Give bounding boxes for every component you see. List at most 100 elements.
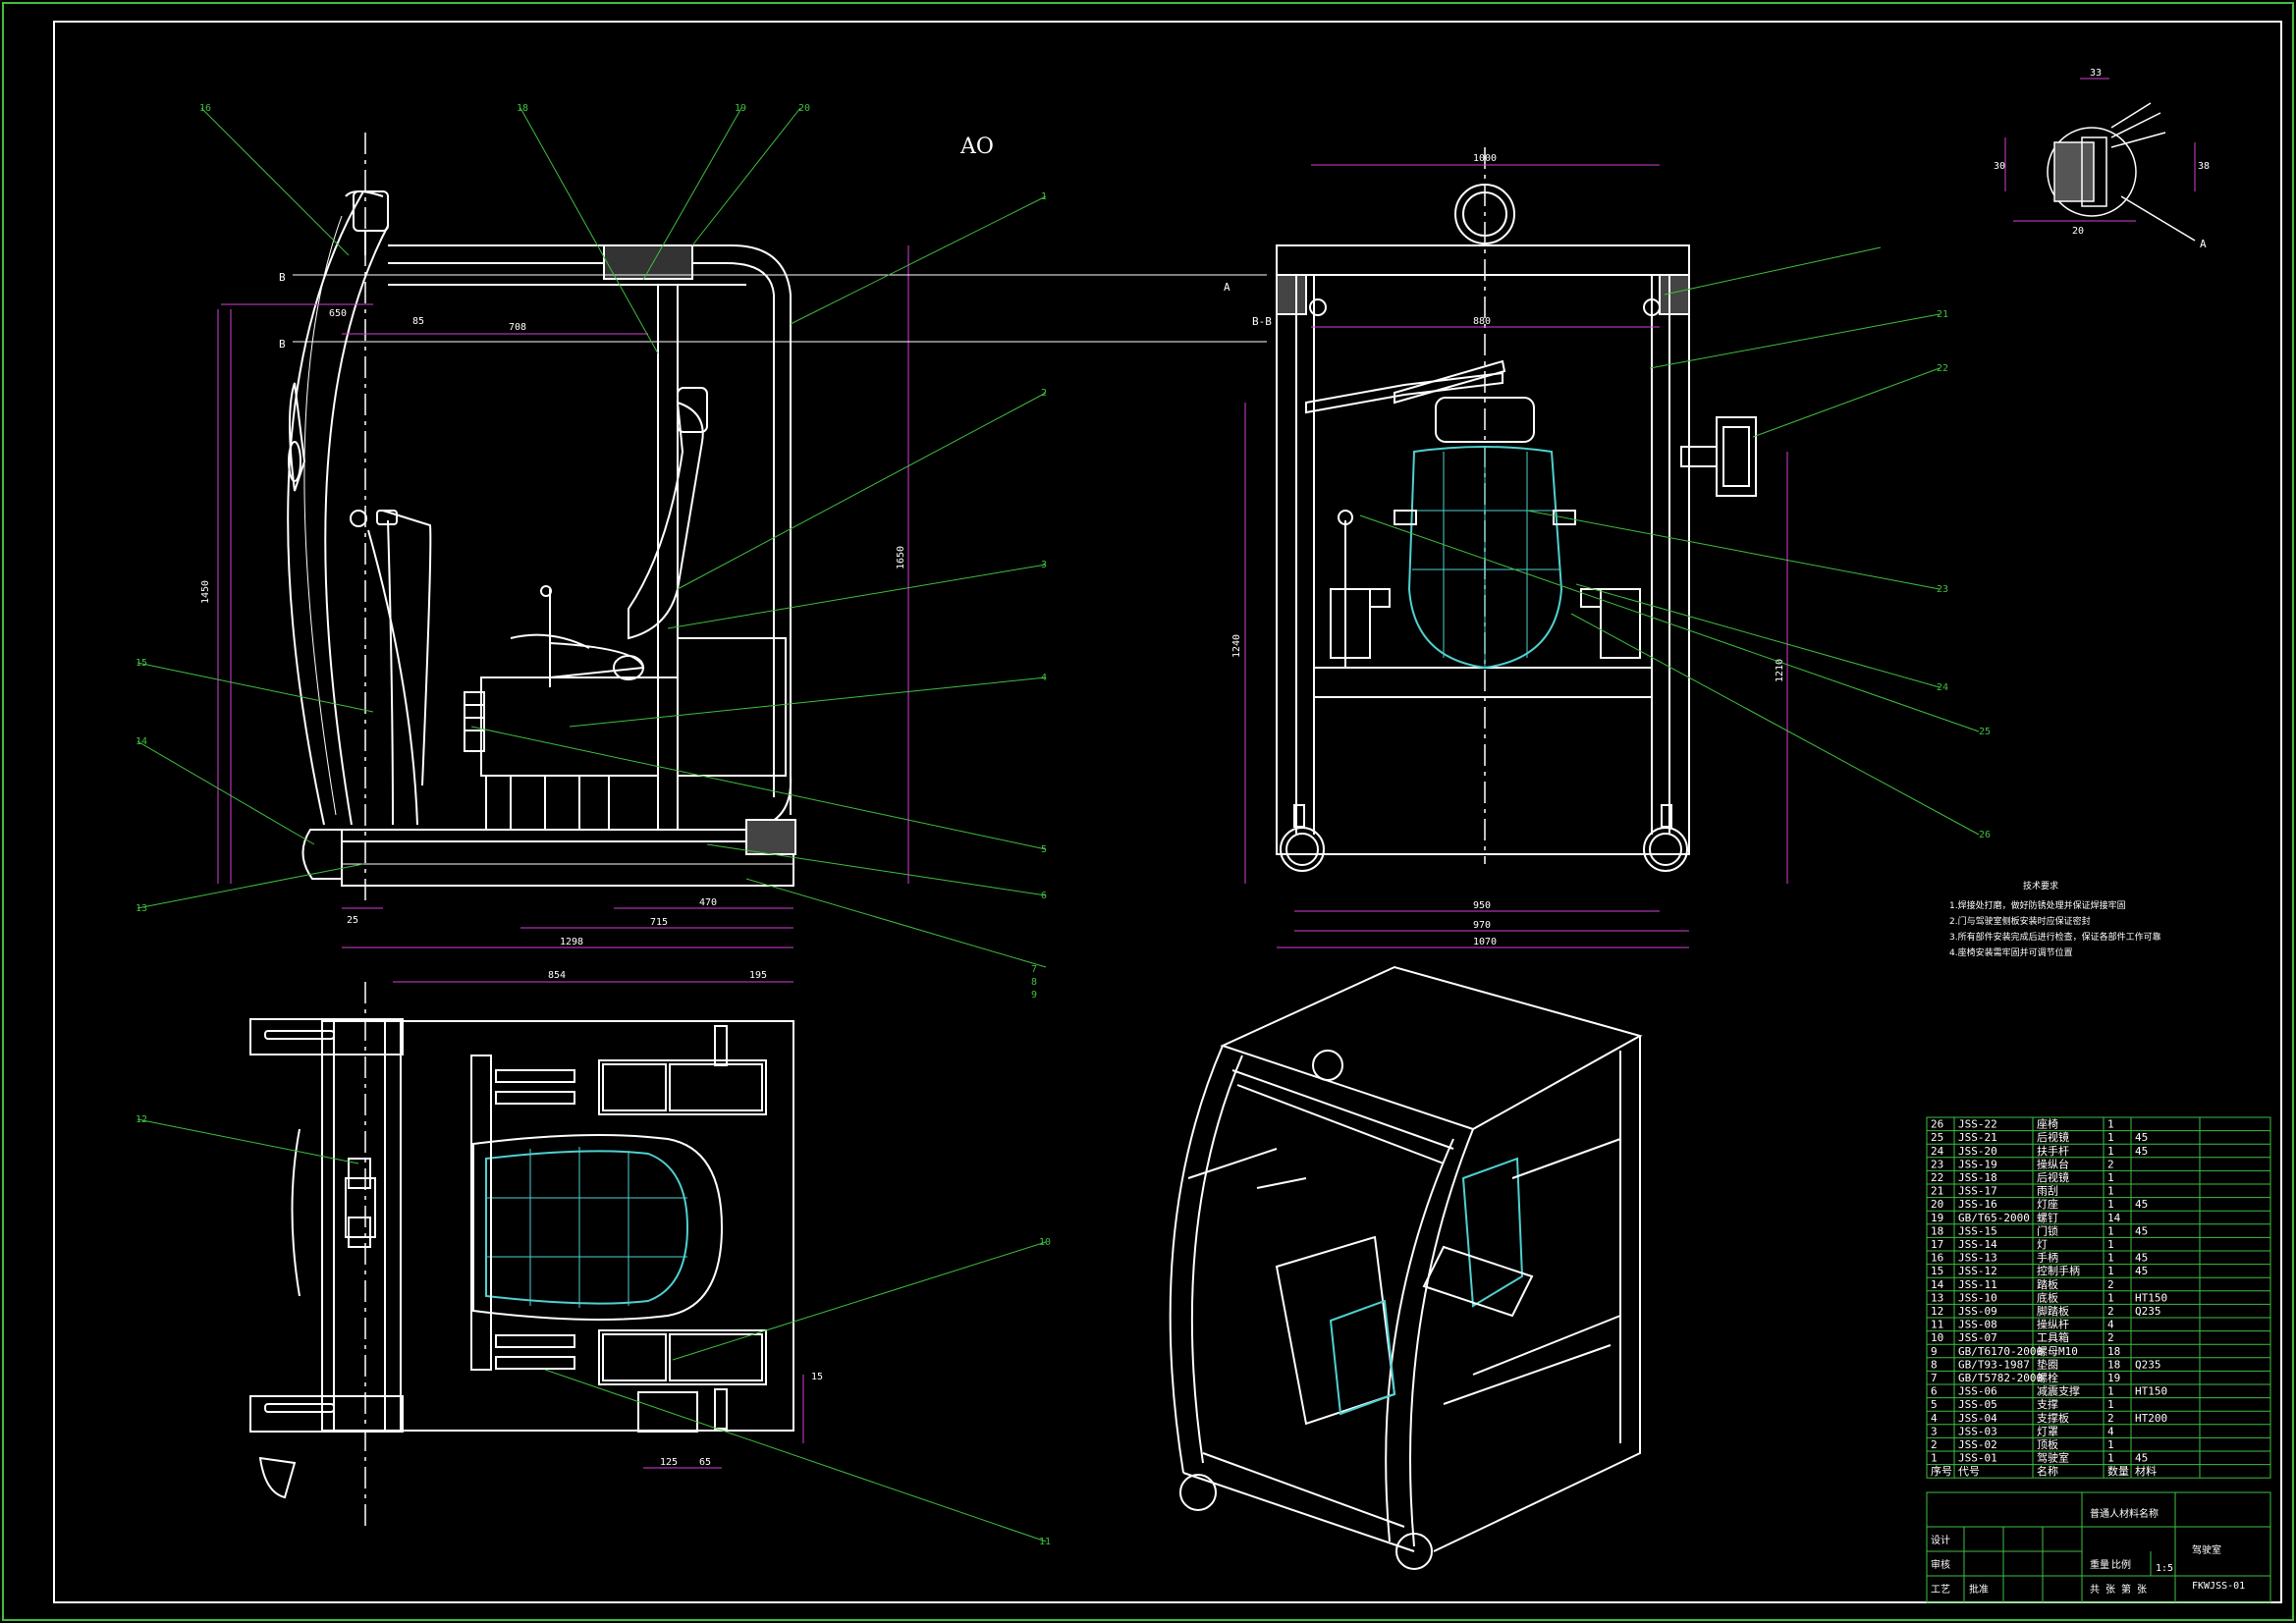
balloon-19: 19 <box>735 103 746 114</box>
balloon-numbers: 16 18 19 20 1 2 3 4 5 6 7 8 9 15 14 13 1… <box>136 103 1991 1547</box>
bom-row-6-code: JSS-06 <box>1958 1385 1997 1398</box>
bom-row-12-qty: 2 <box>2107 1305 2114 1318</box>
balloon-13: 13 <box>136 903 147 914</box>
balloon-9: 9 <box>1031 990 1037 1001</box>
bom-row-5-no: 5 <box>1931 1398 1938 1411</box>
svg-text:1240: 1240 <box>1231 634 1242 658</box>
bom-row-21-code: JSS-17 <box>1958 1185 1997 1198</box>
bom-row-1-code: JSS-01 <box>1958 1452 1997 1465</box>
bom-row-4-no: 4 <box>1931 1412 1938 1425</box>
bom-row-25-name: 后视镜 <box>2037 1130 2069 1144</box>
bom-row-19-code: GB/T65-2000 <box>1958 1212 2030 1224</box>
balloon-25: 25 <box>1979 727 1991 737</box>
detail-a-label: A <box>2200 238 2207 250</box>
title-process: 工艺 <box>1931 1584 1950 1596</box>
svg-text:33: 33 <box>2090 68 2102 79</box>
title-drawing-number: FKWJSS-01 <box>2192 1581 2245 1592</box>
bom-row-5-name: 支撑 <box>2037 1397 2058 1411</box>
balloon-8: 8 <box>1031 977 1037 988</box>
bom-row-22-name: 后视镜 <box>2037 1170 2069 1184</box>
leader-lines <box>137 107 1980 1542</box>
bom-row-18-code: JSS-15 <box>1958 1224 1997 1237</box>
bom-row-9-no: 9 <box>1931 1345 1938 1358</box>
bom-row-16-mat: 45 <box>2135 1252 2148 1265</box>
bom-row-26-qty: 1 <box>2107 1118 2114 1131</box>
balloon-5: 5 <box>1041 844 1047 855</box>
bom-row-24-mat: 45 <box>2135 1145 2148 1158</box>
svg-text:1070: 1070 <box>1473 937 1497 947</box>
bom-row-16-qty: 1 <box>2107 1252 2114 1265</box>
bom-row-23-qty: 2 <box>2107 1158 2114 1170</box>
bom-row-18-name: 门锁 <box>2037 1223 2058 1237</box>
svg-text:470: 470 <box>699 897 717 908</box>
svg-text:1210: 1210 <box>1775 659 1785 682</box>
tech-note-2: 2.门与驾驶室侧板安装时应保证密封 <box>1949 915 2091 927</box>
bom-row-25-qty: 1 <box>2107 1131 2114 1144</box>
title-scale: 1:5 <box>2156 1563 2173 1574</box>
top-view <box>249 982 794 1532</box>
balloon-7: 7 <box>1031 964 1037 975</box>
balloon-4: 4 <box>1041 673 1047 683</box>
bom-row-13-no: 13 <box>1931 1291 1943 1304</box>
bom-row-7-code: GB/T5782-2000 <box>1958 1372 2043 1384</box>
svg-text:1000: 1000 <box>1473 153 1497 164</box>
bom-row-23-no: 23 <box>1931 1158 1943 1170</box>
bom-header-qty: 数量 <box>2107 1465 2129 1478</box>
svg-text:125: 125 <box>660 1457 678 1468</box>
bom-row-24-name: 扶手杆 <box>2037 1144 2069 1158</box>
svg-text:65: 65 <box>699 1457 711 1468</box>
bom-row-19-no: 19 <box>1931 1212 1943 1224</box>
bom-row-18-mat: 45 <box>2135 1224 2148 1237</box>
bom-row-24-qty: 1 <box>2107 1145 2114 1158</box>
balloon-15: 15 <box>136 658 147 669</box>
bom-row-1-name: 驾驶室 <box>2037 1451 2069 1465</box>
title-block <box>1926 1491 2271 1603</box>
bom-row-2-name: 顶板 <box>2037 1437 2058 1451</box>
bom-row-14-code: JSS-11 <box>1958 1278 1997 1291</box>
bom-row-25-mat: 45 <box>2135 1131 2148 1144</box>
bom-row-14-qty: 2 <box>2107 1278 2114 1291</box>
bom-row-4-code: JSS-04 <box>1958 1412 1997 1425</box>
tech-note-4: 4.座椅安装需牢固并可调节位置 <box>1949 947 2073 958</box>
detail-a <box>2047 102 2196 242</box>
svg-text:1298: 1298 <box>560 937 583 947</box>
title-sheet: 共 张 第 张 <box>2090 1583 2147 1596</box>
bom-row-6-mat: HT150 <box>2135 1385 2167 1398</box>
svg-text:195: 195 <box>749 970 767 981</box>
bom-row-8-name: 垫圈 <box>2037 1357 2058 1371</box>
bom-table <box>1926 1116 2271 1479</box>
svg-text:970: 970 <box>1473 920 1491 931</box>
top-view-dimensions <box>393 981 804 1469</box>
bom-row-18-no: 18 <box>1931 1224 1943 1237</box>
front-view-dimensions <box>1244 164 1788 948</box>
bom-row-4-name: 支撑板 <box>2037 1411 2069 1425</box>
bom-row-9-name: 螺母M10 <box>2037 1345 2078 1358</box>
bom-row-13-name: 底板 <box>2037 1290 2058 1304</box>
bom-row-8-qty: 18 <box>2107 1358 2120 1371</box>
balloon-26: 26 <box>1979 830 1991 840</box>
bom-row-16-name: 手柄 <box>2037 1251 2058 1265</box>
balloon-6: 6 <box>1041 891 1047 901</box>
bom-row-23-code: JSS-19 <box>1958 1158 1997 1170</box>
bom-row-1-mat: 45 <box>2135 1452 2148 1465</box>
front-view <box>1276 147 1757 872</box>
bom-header-code: 代号 <box>1958 1465 1980 1478</box>
section-lines-b <box>293 274 1267 343</box>
bom-row-1-no: 1 <box>1931 1452 1938 1465</box>
title-designer: 设计 <box>1931 1534 1950 1546</box>
bom-row-20-no: 20 <box>1931 1198 1943 1211</box>
bom-row-7-name: 螺栓 <box>2037 1371 2058 1384</box>
side-view-dimension-text: 1450 1650 708 85 650 25 470 715 1298 <box>200 308 906 947</box>
section-label-bb: B-B <box>1252 315 1272 328</box>
bom-row-9-qty: 18 <box>2107 1345 2120 1358</box>
title-material-note: 普通人材料名称 <box>2090 1507 2159 1520</box>
bom-header-no: 序号 <box>1931 1464 1952 1478</box>
bom-row-3-qty: 4 <box>2107 1425 2114 1437</box>
svg-text:15: 15 <box>811 1372 823 1382</box>
svg-text:1650: 1650 <box>896 546 906 569</box>
bom-row-3-no: 3 <box>1931 1425 1938 1437</box>
bom-row-25-no: 25 <box>1931 1131 1943 1144</box>
bom-row-26-name: 座椅 <box>2037 1117 2058 1131</box>
section-label-a: A <box>1224 281 1230 294</box>
